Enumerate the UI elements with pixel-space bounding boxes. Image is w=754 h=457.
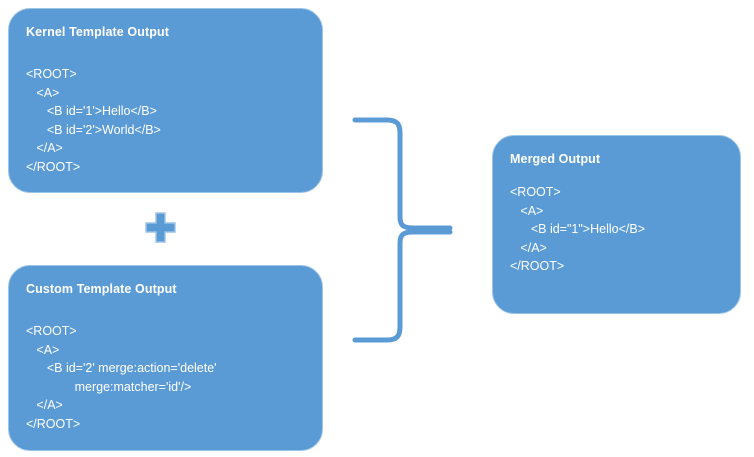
kernel-template-output-box[interactable]: Kernel Template Output <ROOT> <A> <B id=… xyxy=(8,8,323,193)
custom-template-output-box[interactable]: Custom Template Output <ROOT> <A> <B id=… xyxy=(8,265,323,451)
kernel-template-output-title: Kernel Template Output xyxy=(26,25,169,39)
plus-icon xyxy=(145,212,176,243)
custom-template-output-title: Custom Template Output xyxy=(26,282,177,296)
custom-template-output-code: <ROOT> <A> <B id='2' merge:action='delet… xyxy=(26,324,217,431)
merged-output-box[interactable]: Merged Output <ROOT> <A> <B id="1">Hello… xyxy=(492,135,741,314)
merged-output-title: Merged Output xyxy=(510,152,601,166)
kernel-template-output-code: <ROOT> <A> <B id='1'>Hello</B> <B id='2'… xyxy=(26,67,161,174)
curly-brace-connector xyxy=(352,117,453,343)
merged-output-code: <ROOT> <A> <B id="1">Hello</B> </A> </RO… xyxy=(510,185,645,273)
